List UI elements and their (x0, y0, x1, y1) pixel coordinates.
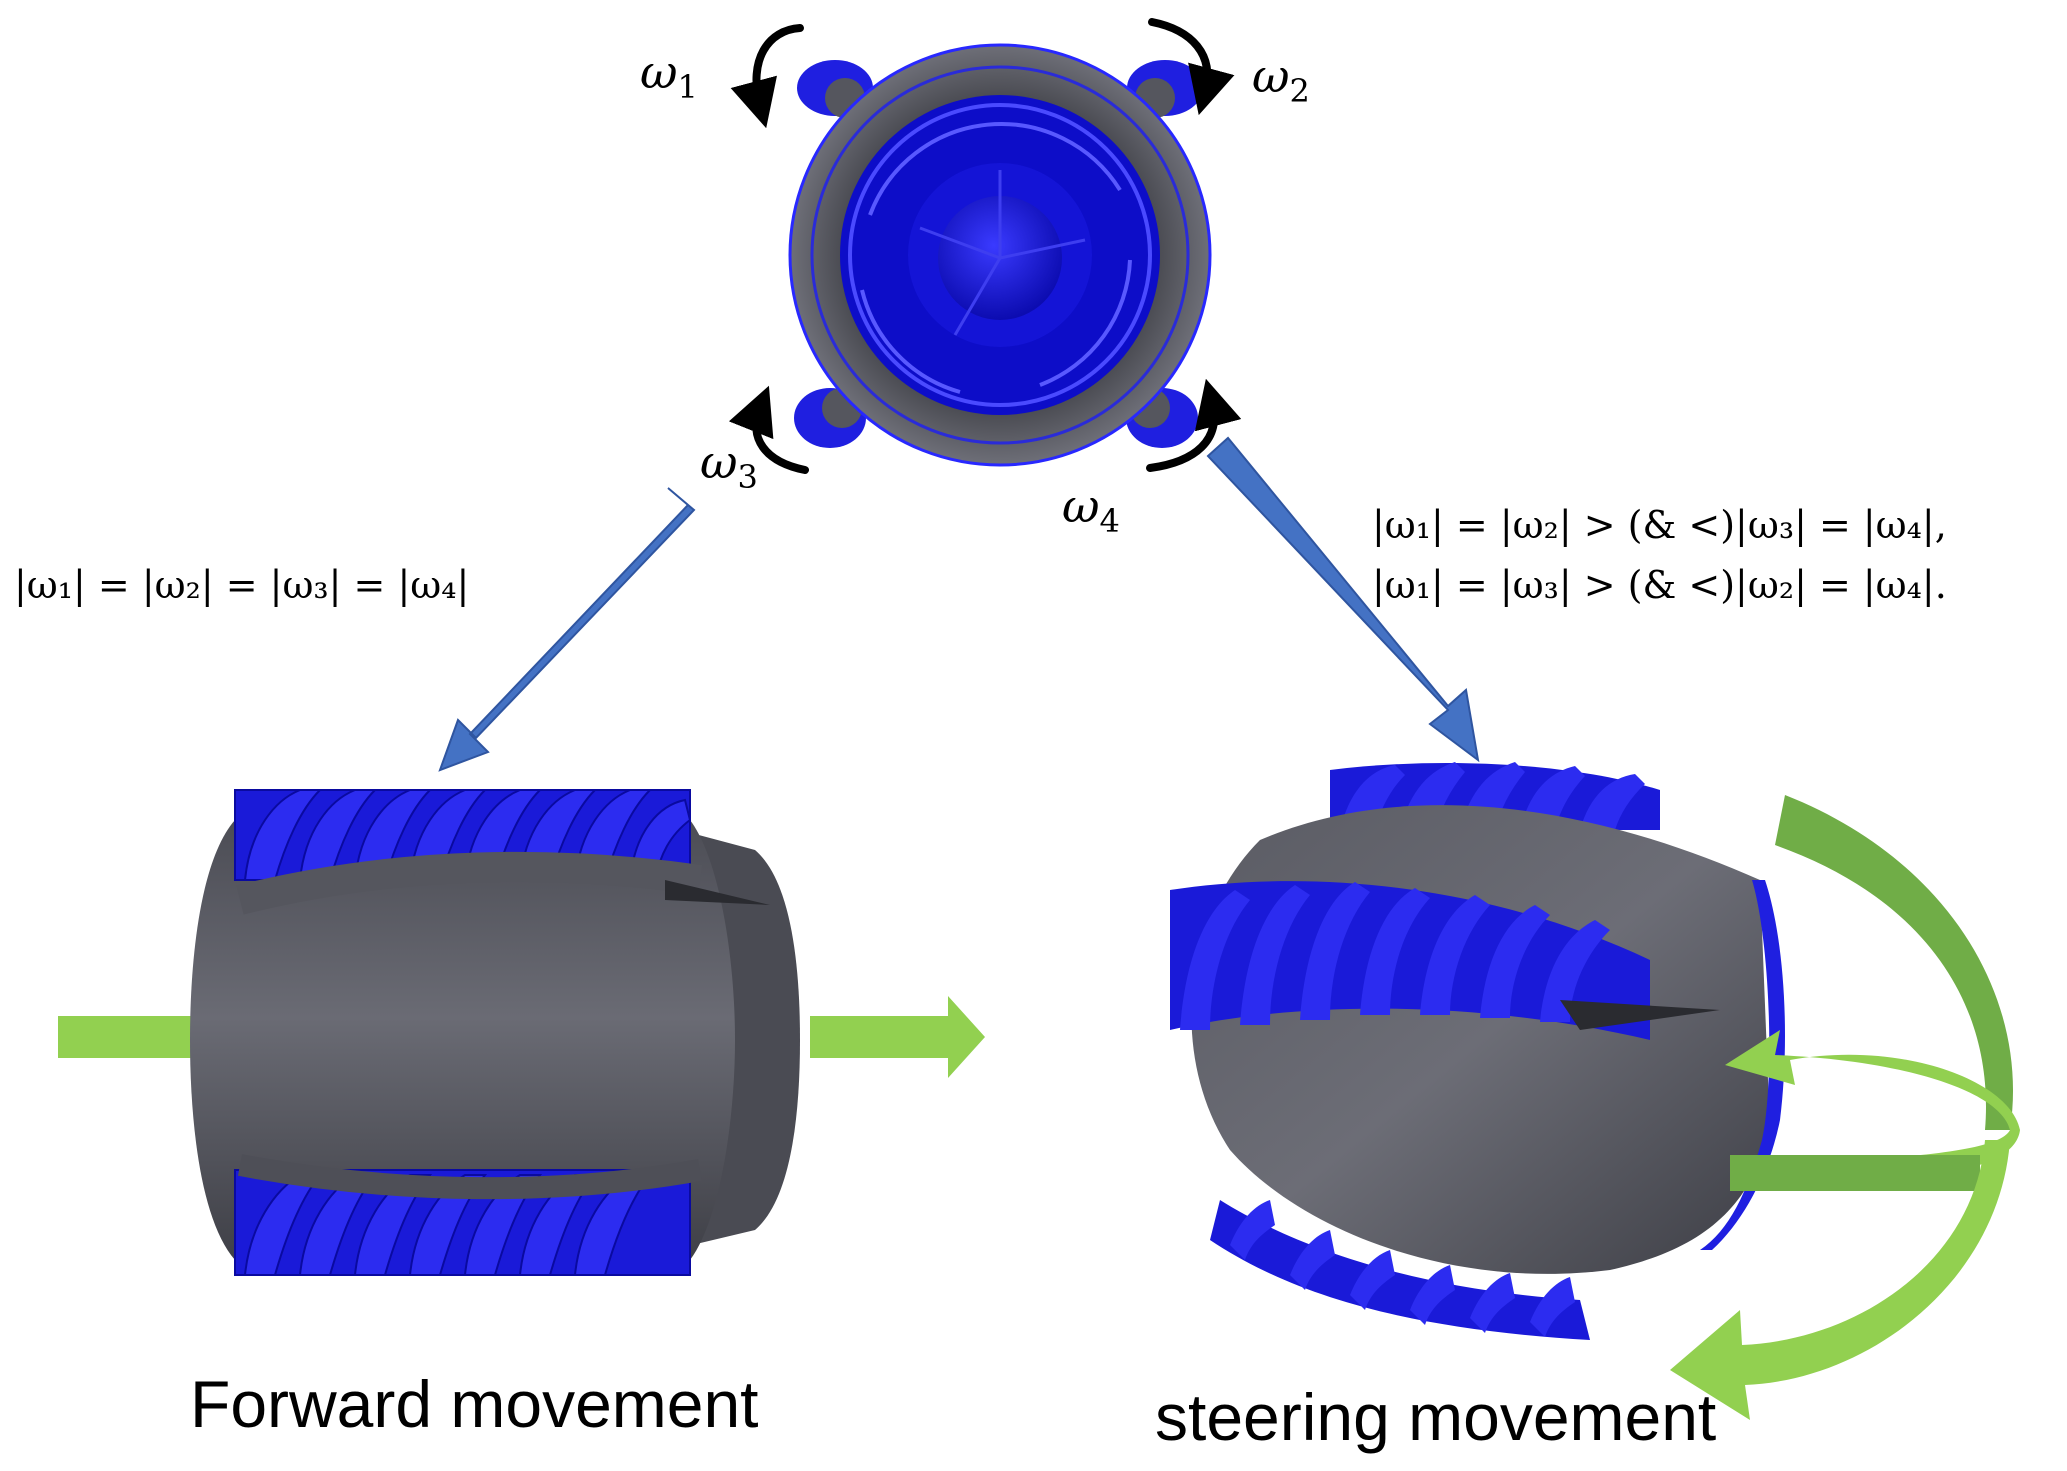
forward-caption: Forward movement (190, 1367, 759, 1441)
rotation-arrows (728, 18, 1242, 474)
forward-bottom-blades (234, 1169, 691, 1276)
green-loop-arrow (1725, 1030, 2020, 1190)
arrow-to-forward (438, 487, 696, 772)
connector-arrows (438, 436, 1480, 772)
omega-3-label: ω3 (700, 435, 758, 496)
steering-body (1191, 805, 1770, 1274)
robot-forward (58, 789, 985, 1276)
steering-motion-arrows (1670, 795, 2020, 1420)
forward-motion-arrow (58, 996, 985, 1078)
omega-4-label: ω4 (1062, 479, 1120, 540)
green-arc-light (1670, 1140, 2010, 1420)
steering-condition-2: |ω₁| = |ω₃| > (& <)|ω₂| = |ω₄|. (1372, 563, 1947, 607)
steering-caption: steering movement (1155, 1380, 1716, 1454)
robot-steering (1170, 762, 1785, 1340)
steering-mid-blades (1170, 881, 1650, 1040)
robot-top-view (788, 43, 1212, 467)
steering-condition-1: |ω₁| = |ω₂| > (& <)|ω₃| = |ω₄|, (1372, 503, 1947, 547)
omega-2-label: ω2 (1252, 49, 1310, 110)
rotation-arrow-w3 (728, 385, 809, 474)
rotation-arrow-w1 (730, 24, 804, 129)
green-arc-dark (1775, 795, 2014, 1130)
rotation-arrow-w4 (1146, 378, 1242, 472)
arrow-to-steering (1206, 436, 1480, 763)
rotation-arrow-w2 (1148, 18, 1235, 116)
forward-condition: |ω₁| = |ω₂| = |ω₃| = |ω₄| (14, 563, 469, 607)
forward-body (190, 820, 735, 1260)
steering-bottom-blades (1210, 1200, 1590, 1340)
omega-1-label: ω1 (640, 45, 698, 106)
